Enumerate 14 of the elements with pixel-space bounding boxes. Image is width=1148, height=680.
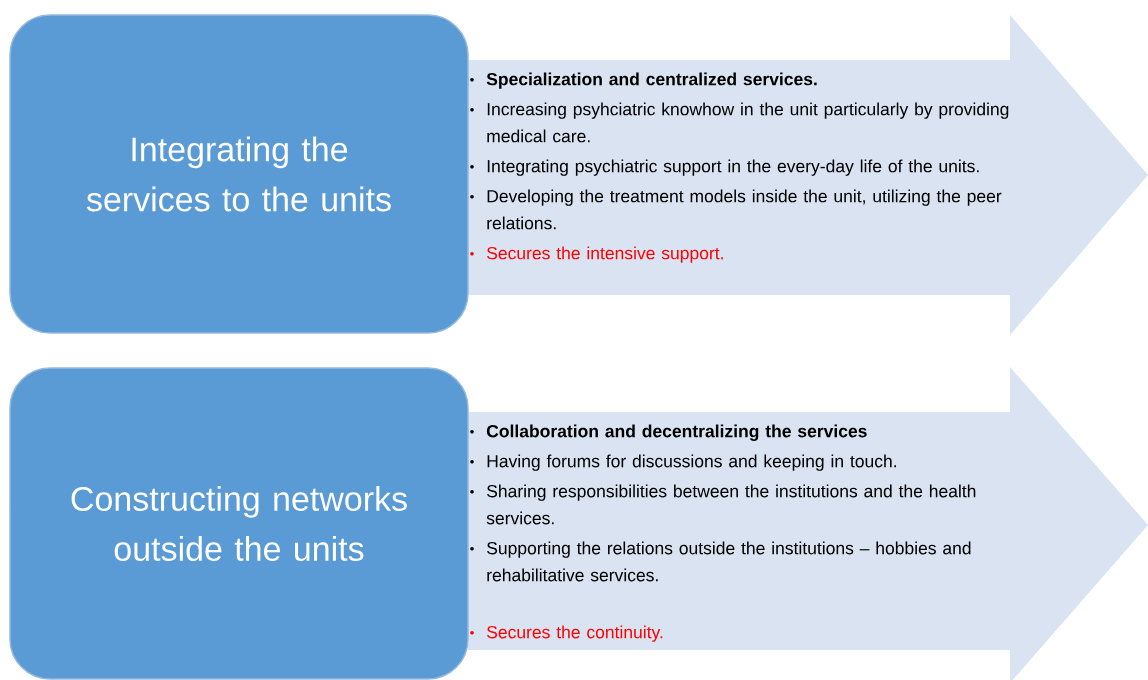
bullet-item: Supporting the relations outside the institutions – hobbies and rehabilitative services. (487, 541, 971, 582)
bullet-item: Secures the intensive support. (487, 246, 723, 263)
bullet-item: Collaboration and decentralizing the services (486, 424, 867, 441)
bullet-item: Increasing psyhciatric knowhow in the unit particularly by providing medical care. (487, 102, 1009, 143)
rounded-box: Integrating the services to the units (9, 14, 469, 334)
rounded-box: Constructing networks outside the units (9, 367, 469, 680)
bullet-item: Integrating psychiatric support in the every-day life of the units. (487, 159, 979, 176)
bullet-item: Having forums for discussions and keeping in touch. (487, 454, 896, 471)
arrow-shape (468, 15, 1148, 335)
bullet-item: Specialization and centralized services. (486, 72, 817, 89)
bullet-item: Developing the treatment models inside the unit, utilizing the peer relations. (487, 189, 1002, 230)
arrow-shape (468, 367, 1148, 680)
bullet-item: Sharing responsibilities between the institutions and the health services. (486, 484, 976, 525)
bullet-item: Secures the continuity. (487, 625, 663, 642)
